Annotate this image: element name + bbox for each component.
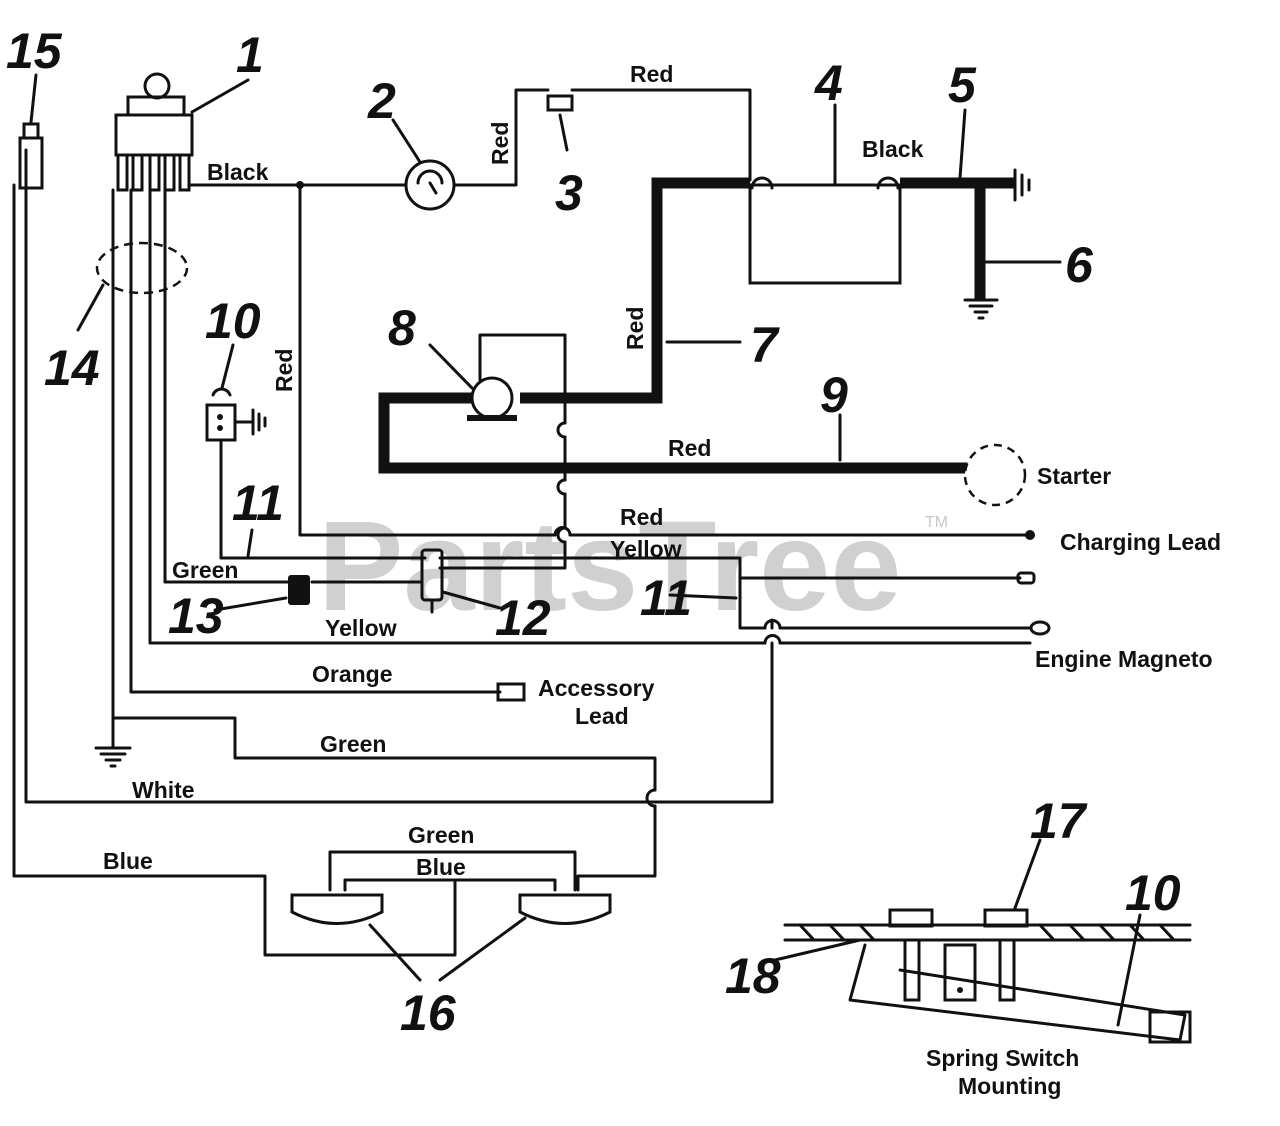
callout-14: 14	[44, 340, 100, 396]
spring-switch-mounting-inset	[773, 838, 1192, 1044]
label-red-starter: Red	[668, 435, 711, 461]
label-black-battery: Black	[862, 136, 924, 162]
label-green-mid: Green	[320, 731, 386, 757]
label-red-left: Red	[271, 349, 297, 392]
watermark-trademark: TM	[925, 514, 948, 531]
heavy-cables	[378, 177, 1015, 474]
label-blue: Blue	[103, 848, 153, 874]
starter	[963, 443, 1027, 507]
callout-5: 5	[948, 57, 977, 113]
label-red-charging: Red	[620, 504, 663, 530]
label-red-top: Red	[630, 61, 673, 87]
label-accessory-line2: Lead	[575, 703, 629, 729]
magneto-terminal-bottom	[1029, 620, 1051, 636]
label-orange: Orange	[312, 661, 393, 687]
label-black-top: Black	[207, 159, 269, 185]
callout-leaders	[29, 73, 1062, 982]
light-switch	[18, 122, 44, 190]
callout-16: 16	[400, 985, 457, 1041]
callout-9: 9	[820, 367, 848, 423]
wire-bundle-indicator	[95, 241, 189, 295]
callout-3: 3	[555, 165, 583, 221]
fuse	[546, 94, 574, 112]
battery	[748, 176, 902, 285]
wire-labels: Black Red Red Black Red Red Red Red Yell…	[103, 61, 924, 880]
label-yellow-lower: Yellow	[325, 615, 397, 641]
callout-11b: 11	[640, 570, 692, 626]
label-yellow-top: Yellow	[610, 536, 682, 562]
magneto-terminal-top	[1016, 571, 1036, 585]
label-green-lamp: Green	[408, 822, 474, 848]
accessory-lead-terminal	[496, 682, 526, 702]
ignition-switch	[114, 72, 194, 192]
connector-12	[420, 548, 444, 614]
thin-wires	[12, 88, 1032, 957]
callout-17: 17	[1030, 793, 1088, 849]
label-accessory-line1: Accessory	[538, 675, 655, 701]
callout-18: 18	[725, 948, 781, 1004]
callout-12: 12	[495, 590, 551, 646]
label-red-cable: Red	[622, 307, 648, 350]
callout-10a: 10	[205, 293, 261, 349]
charging-lead-terminal	[1025, 530, 1035, 540]
callout-11a: 11	[232, 475, 284, 531]
callout-6: 6	[1065, 237, 1094, 293]
callout-10b: 10	[1125, 865, 1181, 921]
label-white: White	[132, 777, 195, 803]
label-starter: Starter	[1037, 463, 1111, 489]
callout-8: 8	[388, 300, 416, 356]
diode	[288, 575, 310, 605]
callout-4: 4	[814, 55, 843, 111]
callout-2: 2	[367, 73, 396, 129]
inset-caption-line1: Spring Switch	[926, 1045, 1079, 1071]
label-charging-lead: Charging Lead	[1060, 529, 1221, 555]
callout-1: 1	[236, 27, 264, 83]
label-red-switch: Red	[487, 122, 513, 165]
solenoid	[467, 376, 517, 421]
ammeter	[404, 159, 456, 211]
callout-7: 7	[750, 317, 780, 373]
label-engine-magneto: Engine Magneto	[1035, 646, 1213, 672]
label-blue-lamp: Blue	[416, 854, 466, 880]
destination-labels: Starter Charging Lead Engine Magneto Acc…	[538, 463, 1221, 729]
callout-15: 15	[6, 23, 63, 79]
callout-numbers: 15 1 2 3 4 5 6 7 8 9 10 11 11 12 13 14 1…	[6, 23, 1181, 1041]
label-green-left: Green	[172, 557, 238, 583]
seat-switch	[205, 387, 267, 442]
inset-caption-line2: Mounting	[958, 1073, 1061, 1099]
callout-13: 13	[168, 588, 224, 644]
watermark-text: PartsTree	[318, 495, 902, 638]
headlights	[290, 893, 612, 925]
